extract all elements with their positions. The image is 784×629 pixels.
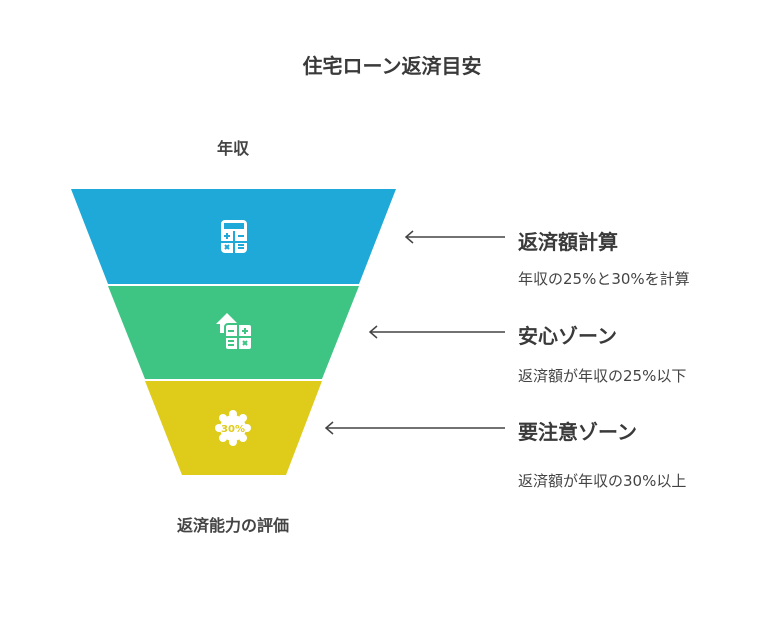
stage-3-heading: 要注意ゾーン xyxy=(518,420,637,444)
stage-2-description: 返済額が年収の25%以下 xyxy=(518,367,687,385)
arrow-icon xyxy=(368,325,505,339)
arrow-icon xyxy=(404,230,505,244)
funnel-bottom-label: 返済能力の評価 xyxy=(176,516,289,535)
house-calculator-icon xyxy=(216,313,253,351)
percent-badge-text: 30% xyxy=(221,424,245,435)
stage-2-heading: 安心ゾーン xyxy=(518,324,617,348)
stage-1-description: 年収の25%と30%を計算 xyxy=(518,270,690,288)
stage-1-heading: 返済額計算 xyxy=(518,230,618,254)
percent-badge-icon: 30% xyxy=(215,410,251,446)
calculator-icon xyxy=(221,220,247,253)
page-title: 住宅ローン返済目安 xyxy=(302,54,482,78)
stage-3-description: 返済額が年収の30%以上 xyxy=(518,472,687,490)
funnel-top-label: 年収 xyxy=(216,139,249,158)
arrow-icon xyxy=(324,421,505,435)
